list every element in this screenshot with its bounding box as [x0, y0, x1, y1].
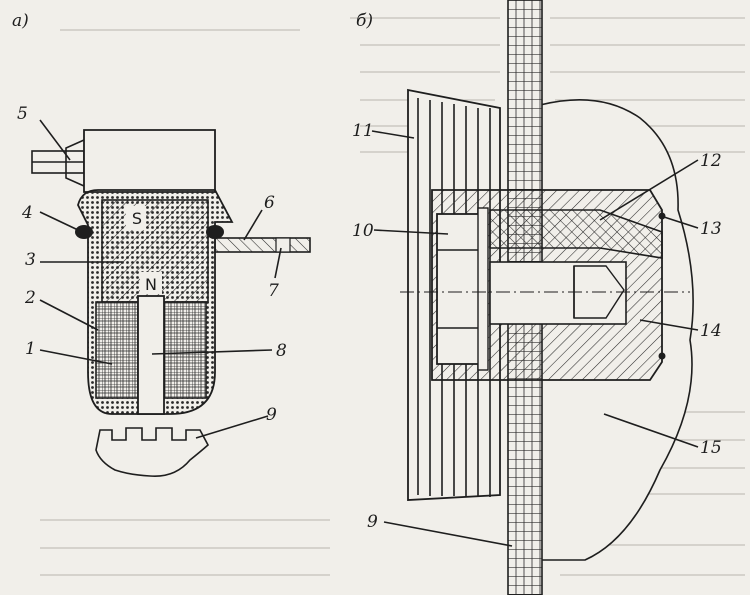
mounting-flange — [214, 237, 311, 253]
callout-a-4: 4 — [21, 203, 33, 223]
callout-b-9: 9 — [367, 512, 378, 532]
washer — [477, 207, 489, 371]
callout-numbers-b: 11 10 12 13 14 15 9 — [352, 121, 722, 532]
key-mark-bottom — [658, 352, 666, 360]
callout-b-10: 10 — [352, 221, 374, 241]
callout-leaders-b — [371, 130, 699, 547]
connector-housing — [83, 129, 216, 193]
sleeve-section — [489, 209, 663, 259]
callout-a-1: 1 — [25, 339, 36, 359]
north-pole-label: N — [145, 275, 157, 294]
callout-b-12: 12 — [700, 151, 722, 171]
callout-leaders-a — [39, 119, 282, 439]
coil-winding-right — [163, 301, 207, 399]
o-ring-right — [206, 225, 224, 239]
callout-a-5: 5 — [17, 104, 28, 124]
key-mark-top — [658, 212, 666, 220]
callout-a-3: 3 — [25, 250, 36, 270]
panel-a-label: а) — [12, 11, 29, 31]
callout-b-11: 11 — [352, 121, 374, 141]
callout-b-14: 14 — [700, 321, 722, 341]
callout-a-6: 6 — [264, 193, 275, 213]
callout-a-2: 2 — [24, 288, 36, 308]
panel-b-assembly: б) — [356, 0, 694, 595]
south-pole-label: S — [132, 209, 142, 228]
pole-piece — [137, 295, 165, 415]
callout-a-9: 9 — [266, 405, 277, 425]
reluctor-ring — [95, 427, 210, 477]
callout-b-15: 15 — [700, 438, 722, 458]
o-ring-left — [75, 225, 93, 239]
panel-b-label: б) — [356, 11, 373, 31]
mounting-hole — [275, 237, 291, 253]
callout-b-13: 13 — [700, 219, 722, 239]
callout-a-8: 8 — [276, 341, 287, 361]
callout-a-7: 7 — [268, 281, 279, 301]
panel-a-sensor: а) S N — [12, 11, 311, 477]
callout-numbers-a: 5 4 3 2 1 6 7 8 9 — [17, 104, 287, 425]
coil-winding-left — [95, 301, 139, 399]
